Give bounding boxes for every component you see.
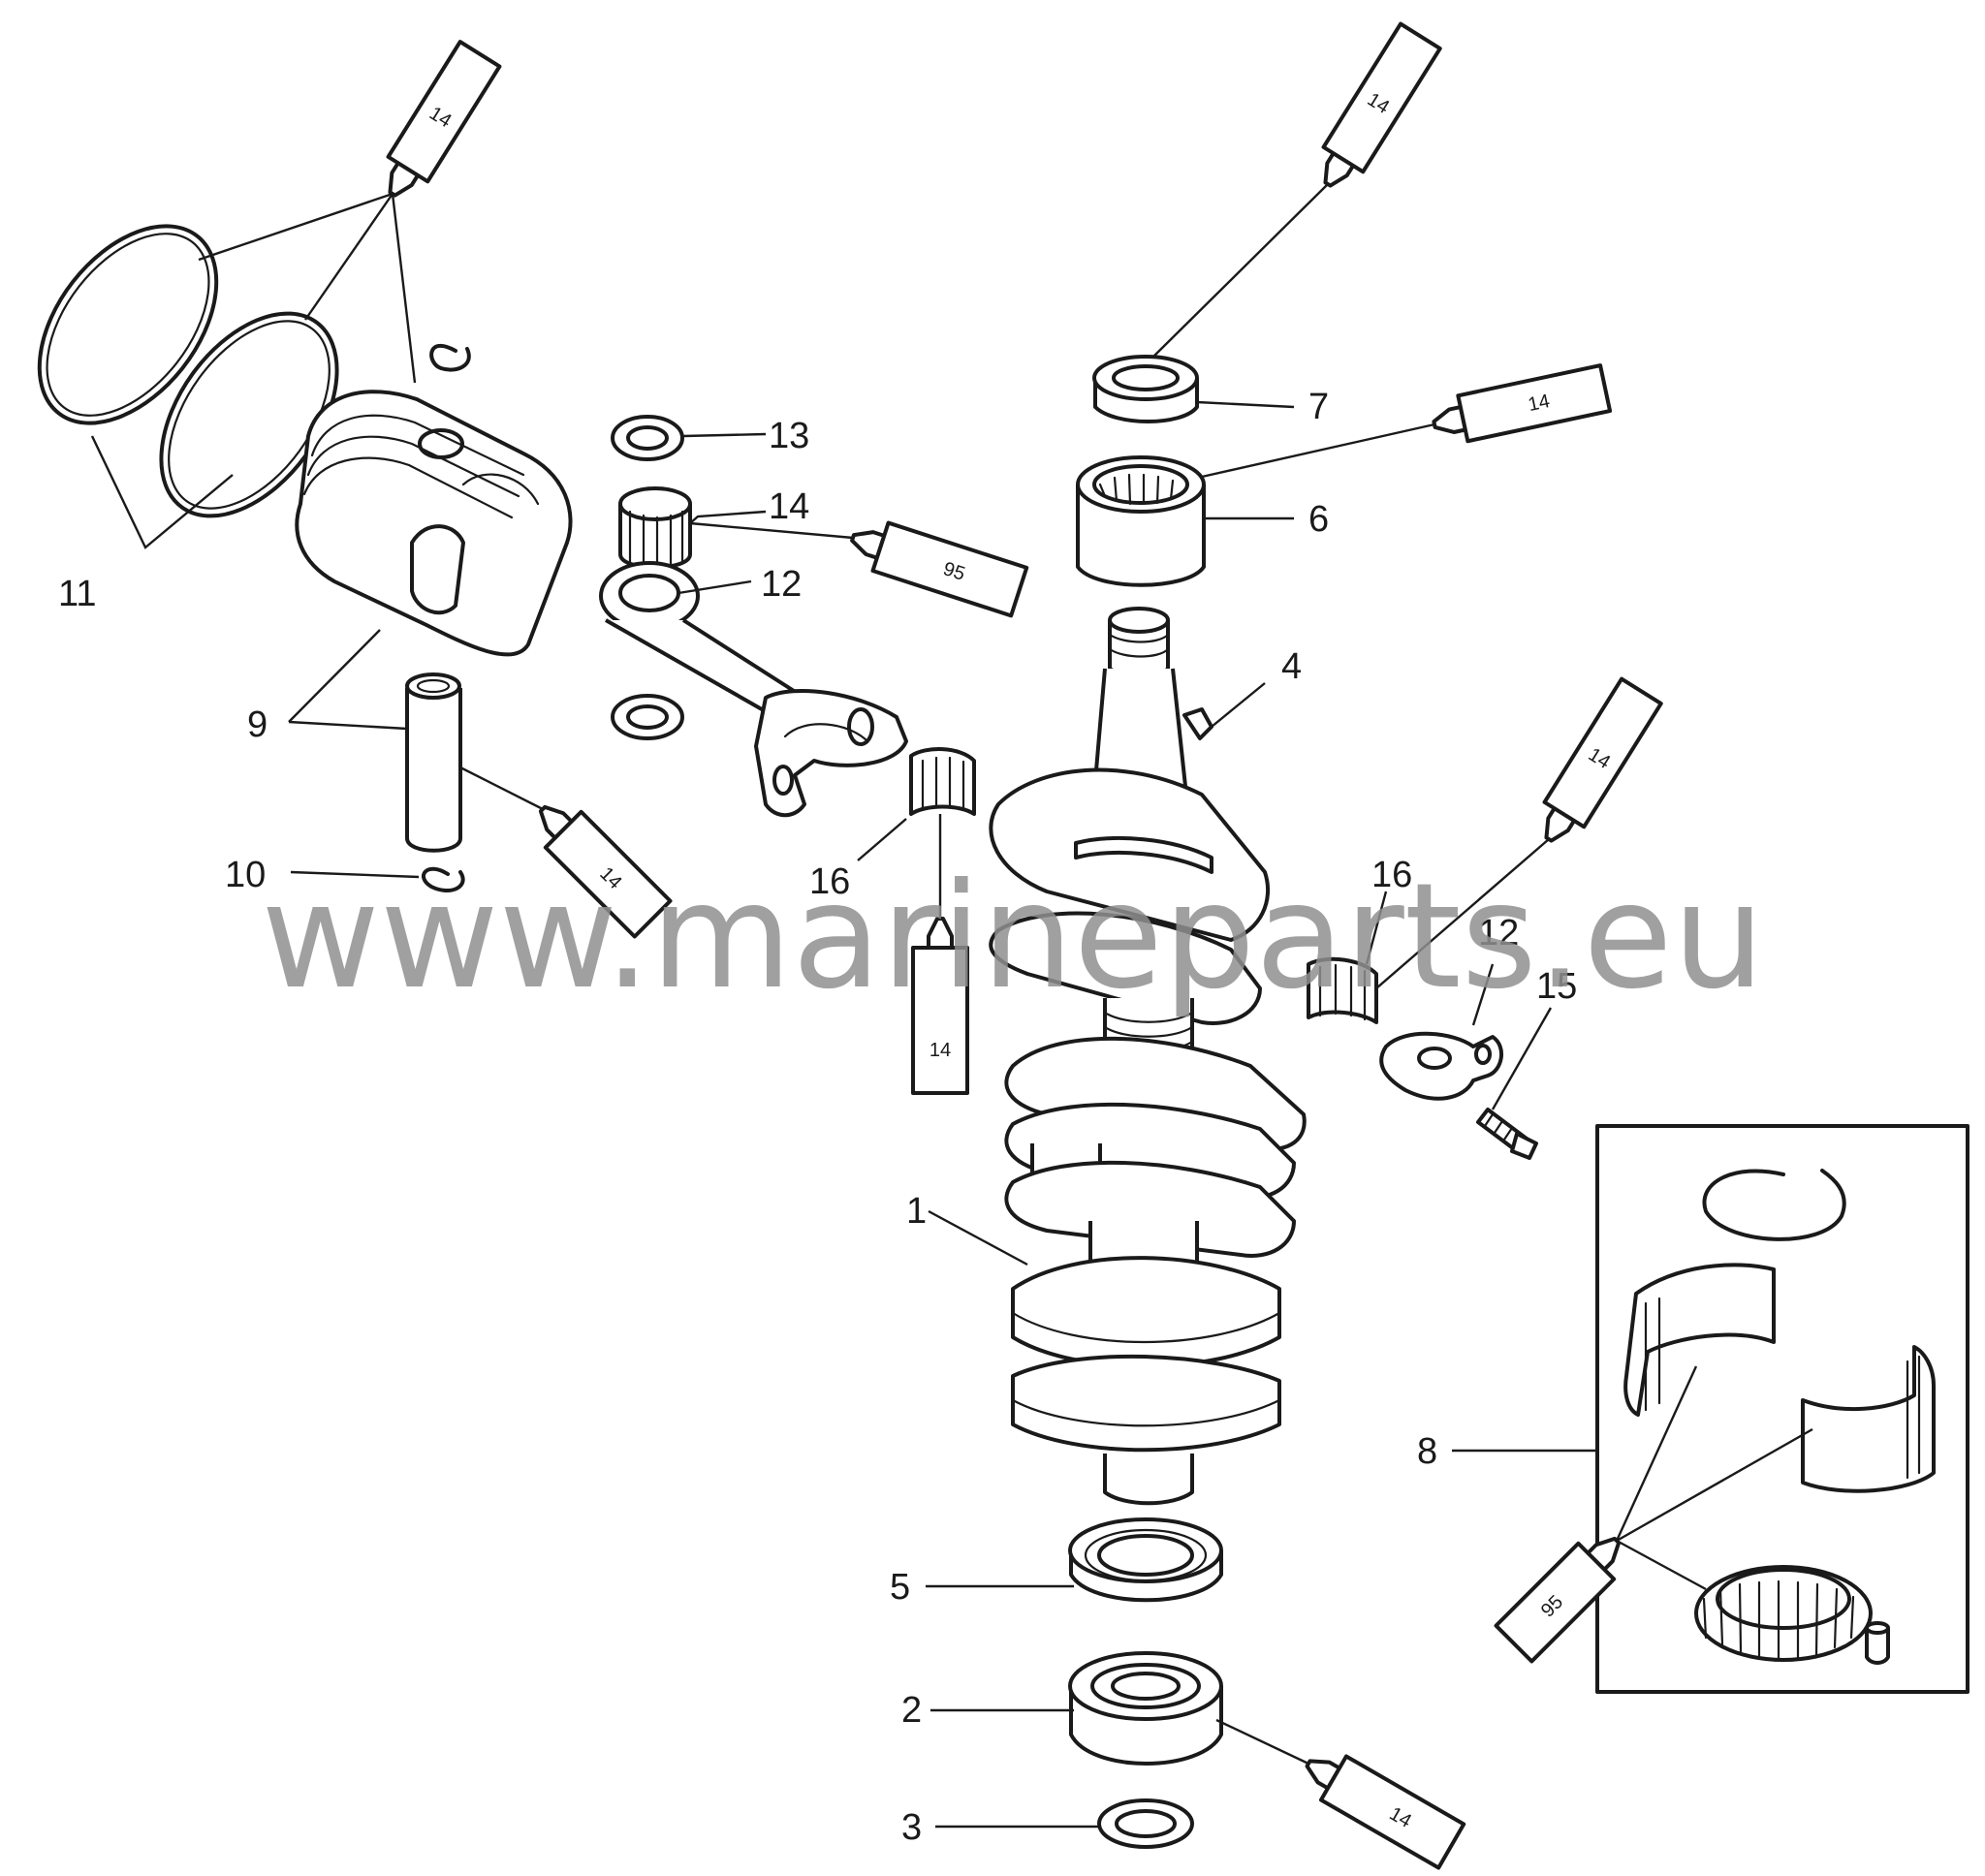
bearing-kit-needle-cage	[1694, 1565, 1873, 1662]
thrust-washer-top	[611, 415, 684, 461]
lubricant-tube-t1: 14	[386, 40, 502, 198]
lubricant-tube-t8: 14	[1305, 1754, 1466, 1870]
woodruff-key	[1182, 707, 1213, 740]
bearing-kit-retaining-ring	[1702, 1169, 1846, 1241]
lubricant-tube-t3: 14	[1432, 363, 1613, 444]
piston	[295, 390, 573, 657]
callout-4: 4	[1281, 646, 1302, 687]
lubricant-tube-t4: 95	[850, 520, 1029, 618]
lubrication-leader-lines	[198, 183, 1813, 1766]
lubricant-tube-t7: 14	[911, 917, 969, 1095]
needle-bearing-small-end	[618, 486, 692, 570]
bearing-cage-half-16	[909, 747, 976, 816]
callout-16-left: 16	[809, 861, 850, 902]
tube-label: 14	[1527, 391, 1552, 416]
watermark: www.marineparts.eu	[261, 853, 1765, 1021]
callout-leader-lines	[90, 400, 1597, 1829]
callout-14: 14	[769, 486, 809, 527]
piston-pin-lock-ring-top	[429, 343, 471, 372]
callout-9: 9	[247, 704, 268, 745]
callout-5: 5	[890, 1567, 910, 1608]
tube-label: 14	[929, 1040, 951, 1061]
piston-pin	[405, 672, 462, 853]
thrust-washer-bottom	[611, 694, 684, 740]
callout-6: 6	[1308, 499, 1329, 540]
callout-13: 13	[769, 416, 809, 456]
lubricant-tube-t9: 95	[1494, 1536, 1622, 1664]
callout-12-cap: 12	[1478, 913, 1519, 954]
callout-11: 11	[58, 574, 96, 614]
upper-seal-ring	[1092, 355, 1199, 423]
upper-roller-bearing	[1076, 455, 1206, 587]
lubricant-tube-t2: 14	[1321, 21, 1442, 188]
rod-cap-screw	[1476, 1108, 1538, 1160]
bearing-kit-race-half-right	[1801, 1345, 1936, 1493]
callout-8: 8	[1417, 1431, 1437, 1472]
lubricant-tube-t6: 14	[538, 804, 673, 939]
lower-oil-seal	[1068, 1517, 1223, 1603]
retaining-ring	[1097, 1798, 1194, 1849]
callout-12-rod: 12	[761, 564, 802, 605]
callout-7: 7	[1308, 387, 1329, 427]
piston-ring-upper	[37, 224, 219, 425]
connecting-rod-cap	[1379, 1031, 1503, 1101]
crankshaft	[989, 607, 1307, 1506]
bearing-kit-race-half-left	[1623, 1263, 1776, 1417]
callout-2: 2	[901, 1690, 922, 1731]
bearing-cage-half-16-right	[1307, 956, 1378, 1024]
callout-3: 3	[901, 1807, 922, 1848]
bearing-kit-loose-needle	[1865, 1621, 1890, 1665]
callout-1: 1	[906, 1191, 927, 1232]
callout-15: 15	[1536, 966, 1577, 1007]
lubricant-tube-t5: 14	[1542, 676, 1663, 843]
lower-ball-bearing	[1068, 1651, 1223, 1766]
callout-16-right: 16	[1371, 855, 1412, 895]
connecting-rod	[599, 561, 908, 818]
callout-10: 10	[225, 855, 266, 895]
piston-pin-lock-ring-bottom	[422, 866, 465, 892]
bearing-kit-box	[1595, 1124, 1969, 1694]
